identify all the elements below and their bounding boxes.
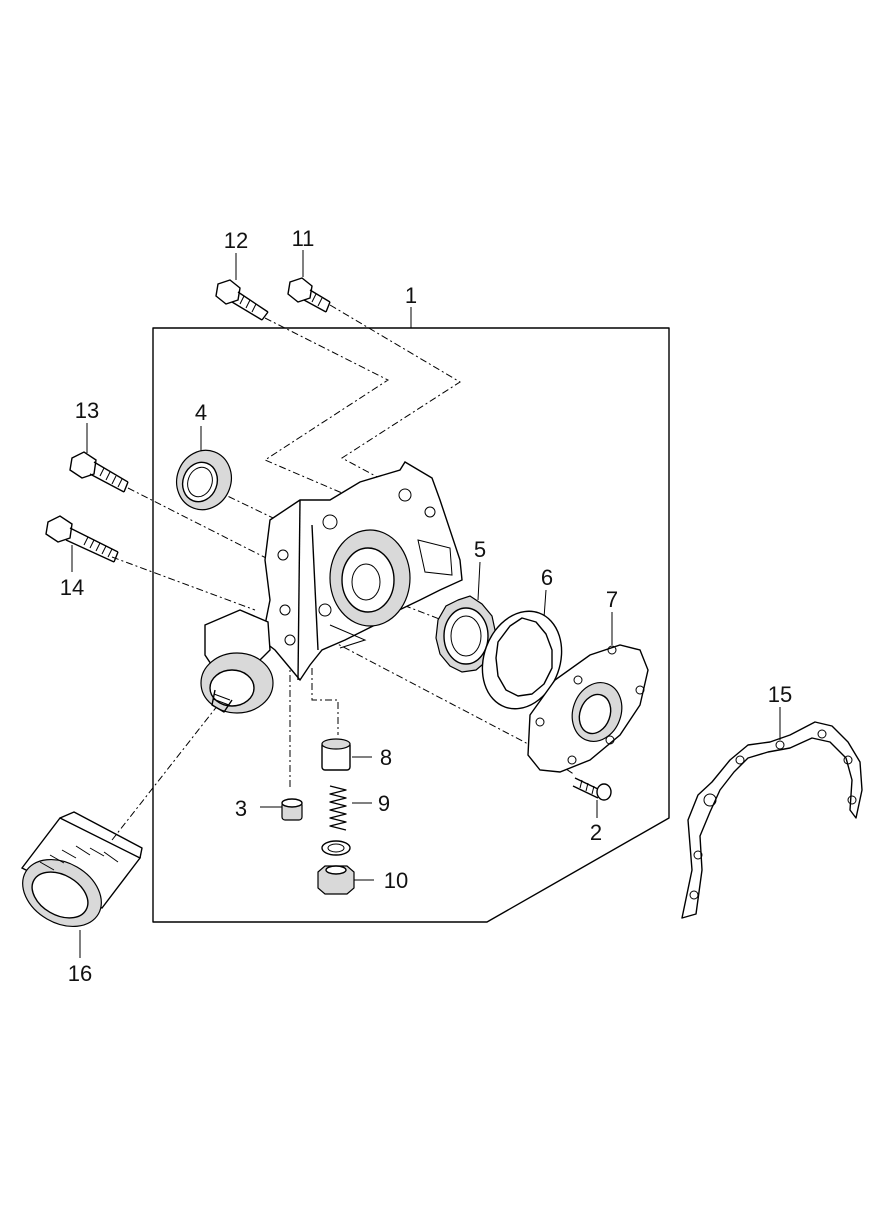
callout-16: 16 [68,961,92,986]
callout-8: 8 [380,745,392,770]
oil-pump-housing [200,461,463,714]
callout-3: 3 [235,796,247,821]
plug-3 [281,798,303,821]
oil-seal-4 [176,449,232,511]
relief-plunger-8 [321,738,351,771]
bolt-11 [287,277,331,313]
inner-rotor-5 [435,595,496,673]
bolt-14 [45,515,119,563]
callout-11: 11 [292,226,315,251]
pump-cover-7 [527,644,649,773]
outer-rotor-6 [481,610,563,710]
washer [321,840,351,856]
callout-2: 2 [590,820,602,845]
callout-5: 5 [474,537,486,562]
screw-2 [572,777,612,801]
oil-filter-16 [20,811,143,928]
gasket-15 [681,721,863,919]
leader-lines [71,250,781,958]
callout-15: 15 [768,682,792,707]
bolt-12 [215,279,269,321]
callout-13: 13 [75,398,99,423]
callout-12: 12 [224,228,248,253]
callout-14: 14 [60,575,84,600]
callout-1: 1 [405,283,417,308]
callout-7: 7 [606,587,618,612]
callout-4: 4 [195,400,207,425]
callout-labels: 1 2 3 4 5 6 7 8 9 10 11 12 13 14 15 16 [60,226,792,986]
bolt-13 [69,451,129,493]
relief-spring-9 [329,785,347,831]
callout-6: 6 [541,565,553,590]
callout-10: 10 [384,868,408,893]
cap-nut-10 [317,865,355,895]
assembly-boundary [152,327,670,923]
callout-9: 9 [378,791,390,816]
